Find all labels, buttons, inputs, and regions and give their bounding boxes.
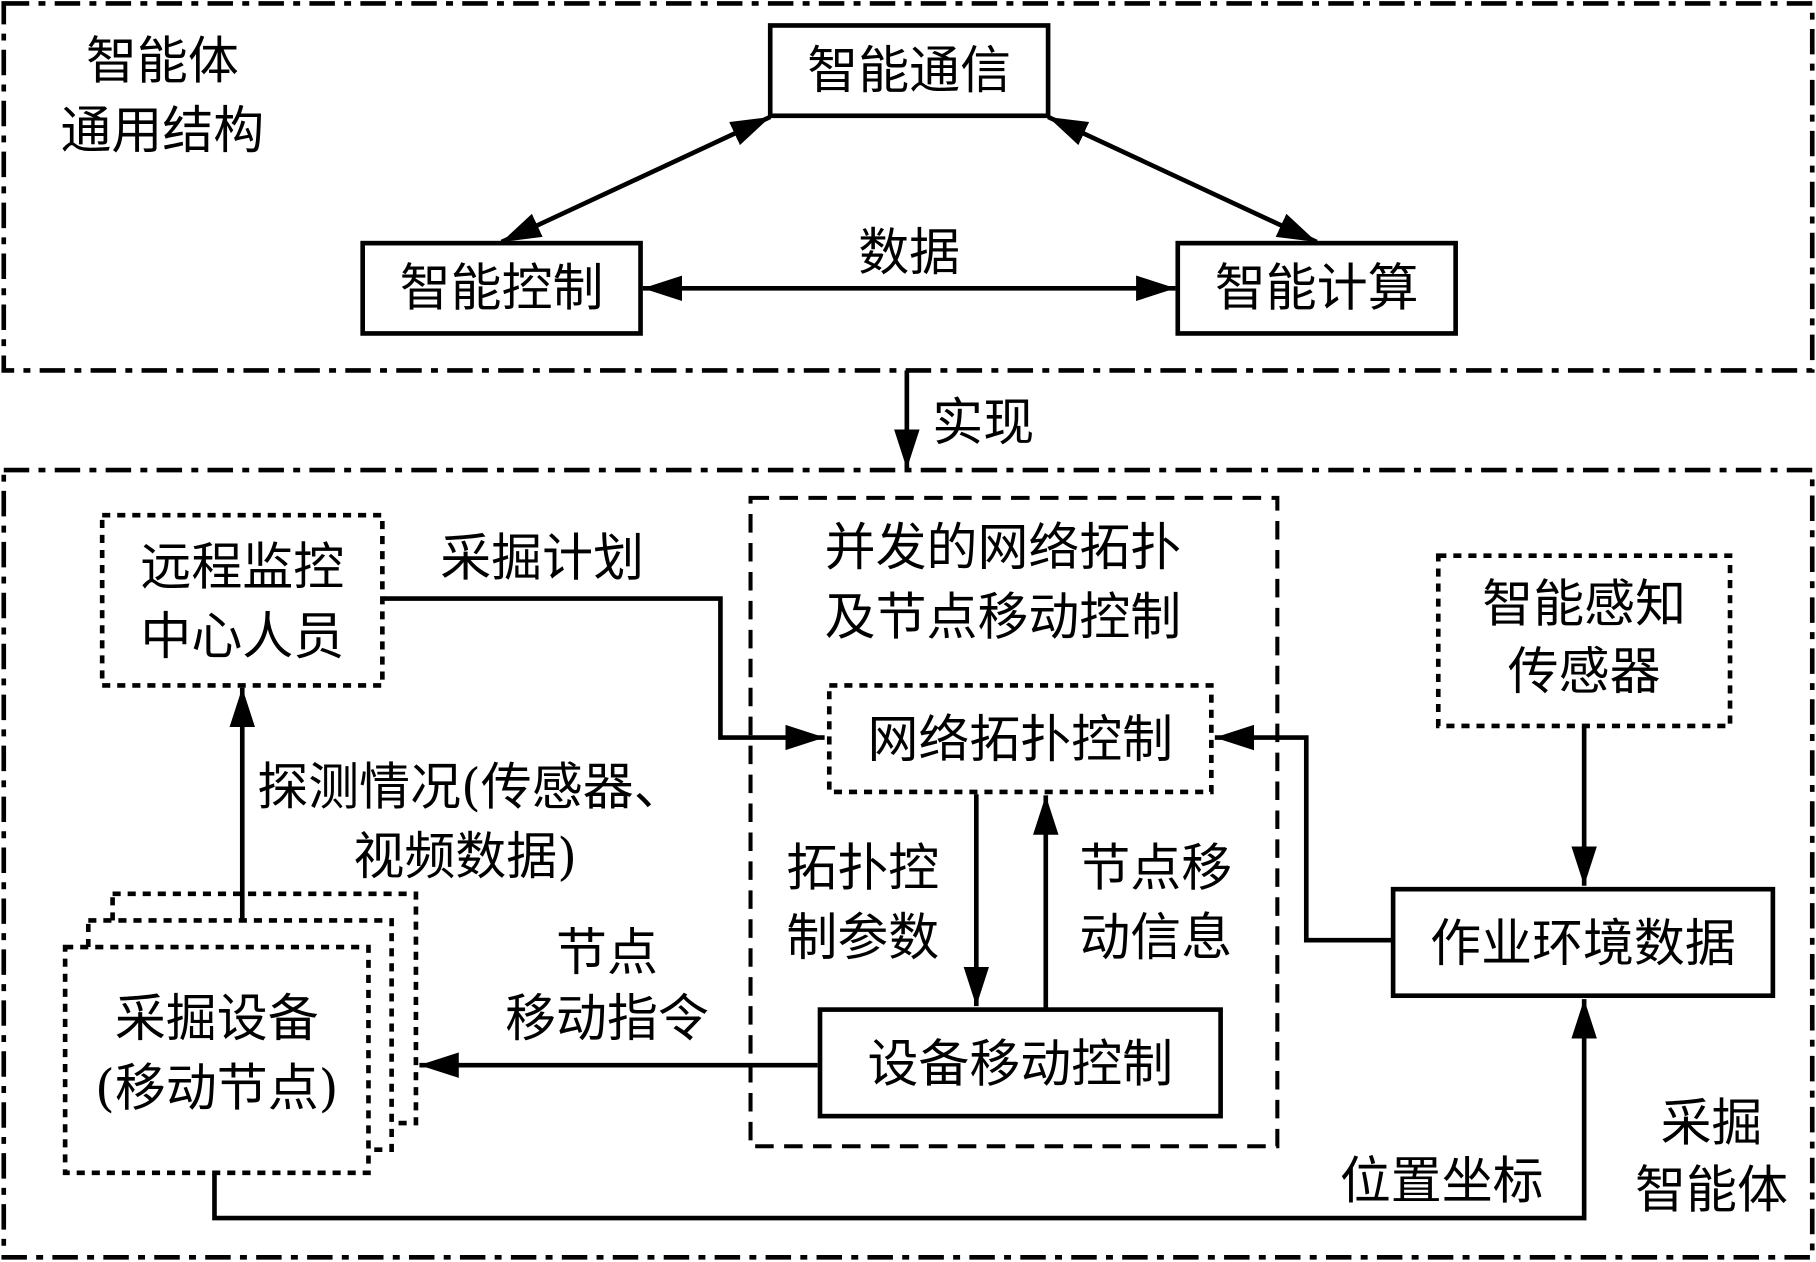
concurrent-label-line1: 并发的网络拓扑 — [825, 519, 1182, 578]
node-info-line1: 节点移 — [1079, 840, 1232, 899]
node-info-line2: 动信息 — [1079, 909, 1232, 968]
comm-compute-arrow — [1047, 114, 1318, 245]
work-environment-data-box — [1390, 886, 1776, 999]
topology-control-label: 网络拓扑控制 — [867, 711, 1173, 770]
smart-sensor-line1: 智能感知 — [1482, 576, 1686, 635]
position-label: 位置坐标 — [1340, 1152, 1544, 1211]
device-movement-control-label: 设备移动控制 — [867, 1035, 1173, 1094]
mining-device-box — [62, 944, 371, 1176]
position-arrow — [212, 999, 1597, 1221]
general-label-line2: 通用结构 — [61, 102, 265, 161]
smart-communication-label: 智能通信 — [807, 42, 1011, 101]
detection-label-line2: 视频数据) — [353, 828, 577, 887]
remote-monitoring-line1: 远程监控 — [140, 539, 344, 598]
detection-label-line1: 探测情况(传感器、 — [257, 759, 684, 818]
remote-monitoring-box — [99, 512, 385, 688]
data-label: 数据 — [858, 224, 960, 283]
mining-plan-arrow — [383, 596, 825, 751]
mining-agent-label-line2: 智能体 — [1635, 1162, 1788, 1221]
concurrent-label-line2: 及节点移动控制 — [825, 588, 1182, 647]
mining-plan-label: 采掘计划 — [440, 529, 644, 588]
smart-compute-box — [1175, 240, 1458, 336]
topology-params-line1: 拓扑控 — [786, 840, 939, 899]
realize-label: 实现 — [932, 394, 1034, 453]
env-to-topology-arrow — [1214, 724, 1392, 943]
mining-agent-frame — [1, 467, 1815, 1260]
node-move-command-line2: 移动指令 — [505, 990, 709, 1049]
device-movement-control-box — [817, 1007, 1223, 1119]
work-environment-data-label: 作业环境数据 — [1430, 915, 1736, 974]
general-label-line1: 智能体 — [86, 33, 239, 92]
mining-agent-label-line1: 采掘 — [1661, 1094, 1763, 1153]
topology-control-box — [826, 683, 1214, 795]
comm-control-arrow — [500, 114, 772, 245]
smart-control-label: 智能控制 — [400, 260, 604, 319]
topology-params-line2: 制参数 — [786, 909, 939, 968]
smart-sensor-line2: 传感器 — [1508, 643, 1661, 702]
remote-monitoring-line2: 中心人员 — [140, 608, 344, 667]
node-move-command-line1: 节点 — [556, 924, 658, 983]
mining-device-line2: (移动节点) — [95, 1060, 338, 1119]
smart-communication-box — [767, 23, 1051, 119]
concurrent-control-frame — [748, 495, 1280, 1149]
smart-control-box — [360, 240, 643, 336]
mining-device-line1: 采掘设备 — [115, 990, 319, 1049]
smart-sensor-box — [1435, 553, 1733, 729]
smart-compute-label: 智能计算 — [1215, 260, 1419, 319]
